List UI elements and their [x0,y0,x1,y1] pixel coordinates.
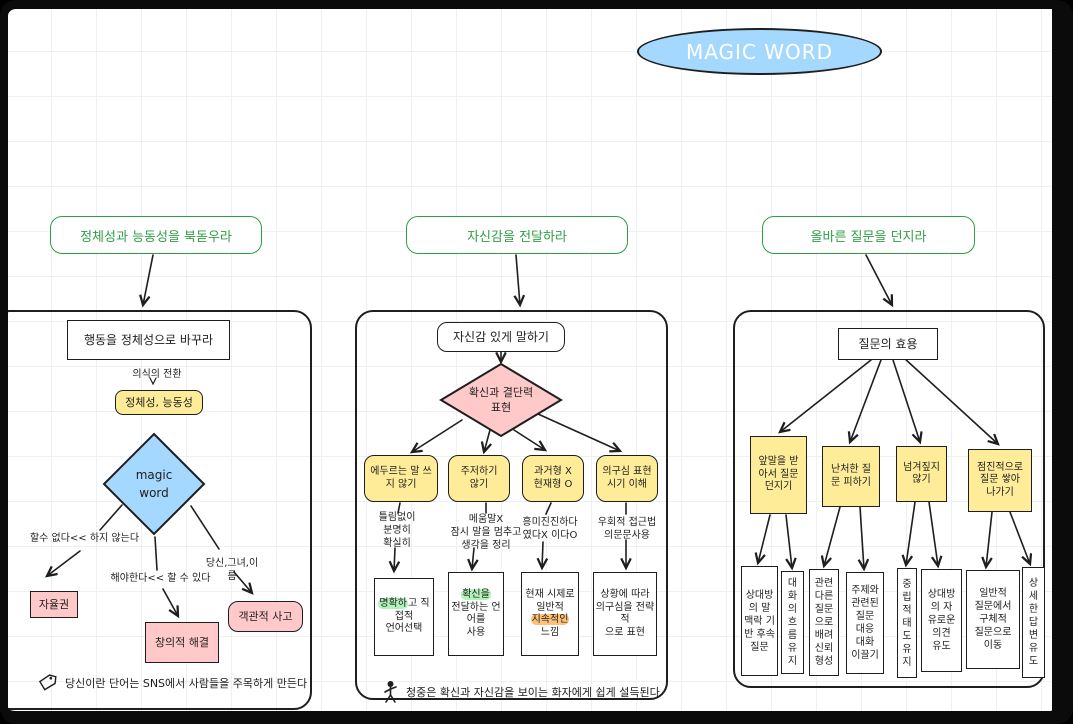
outcome-objective-label: 객관적 사고 [238,609,293,623]
question-panel [733,310,1045,688]
question-heading: 질문의 효용 [858,336,918,351]
outcome-creative: 창의적 해결 [145,622,219,663]
diagram-title: MAGIC WORD [685,39,834,64]
note-tense-example: 흥미진진하다 였다X 이다O [522,517,578,541]
effect-detailed-answers: 상 세 한 답 변 유 도 [1022,567,1045,678]
effect-lead-topic: 주제와 관련된 질문 대응 대화 이끌기 [846,572,884,674]
confidence-heading-box: 자신감 있게 말하기 [437,322,565,352]
branch-header-label: 정체성과 능동성을 북돋우라 [80,229,232,245]
effect-keep-flow: 대 화 의 흐 름 유 지 [781,571,804,674]
tactic-follow-up: 앞말을 받 아서 질문 던지기 [750,436,807,514]
detail-text: 상황에 따라 의구심을 전략적 으로 표현 [595,589,655,638]
diamond-shape-icon [102,432,206,536]
edge-label-must: 해야한다<< 할 수 있다 [110,573,211,584]
branch-header-confidence: 자신감을 전달하라 [406,216,628,254]
magic-word-label: magic word [135,468,173,500]
conviction-diamond: 확신과 결단력 표현 [439,362,563,438]
note-certain-words: 틀림없이 분명히 확실히 [378,512,416,549]
edge-label-cannot: 할수 없다<< 하지 않는다 [29,533,140,544]
detail-text: 명확하고 직 접적 언어선택 [378,598,430,635]
effect-context-follow-up: 상대방 의 말 맥락 기 반 후속 질문 [741,566,778,676]
confidence-footnote: 청중은 확신과 자신감을 보이는 화자에게 쉽게 설득된다 [383,680,660,704]
note-indirect-approach: 우회적 접근법 의문문사용 [597,517,657,541]
person-icon [384,681,397,703]
detail-conviction-language: 확신을 전달하는 언 어를 사용 [448,572,504,656]
identity-keyword-tag: 정체성, 능동성 [115,390,203,415]
tip-present-tense: 과거형 X 현재형 O [522,455,584,502]
edge-label-you: 당신,그녀,이름 [205,558,259,582]
highlight-text: 확신을 [461,589,491,600]
detail-text: 현재 시제로 일반적 지속적인 느낌 [525,589,575,638]
title-ellipse: MAGIC WORD [637,28,882,75]
confidence-panel [355,310,668,700]
branch-header-label: 자신감을 전달하라 [467,229,567,245]
outcome-autonomy: 자율권 [30,591,78,618]
identity-heading: 행동을 정체성으로 바꾸라 [83,332,214,347]
question-heading-box: 질문의 효용 [838,328,938,360]
tip-no-hedging: 에두르는 말 쓰 지 않기 [364,455,438,502]
outcome-objective: 객관적 사고 [228,601,303,632]
tactic-no-assuming: 넘겨짚지 않기 [896,446,947,502]
confidence-footnote-text: 청중은 확신과 자신감을 보이는 화자에게 쉽게 설득된다 [406,686,660,699]
detail-strategic-doubt: 상황에 따라 의구심을 전략적 으로 표현 [593,572,657,656]
identity-footnote: 당신이란 단어는 SNS에서 사람들을 주목하게 만든다 [38,673,307,692]
detail-clear-language: 명확하고 직 접적 언어선택 [374,578,434,656]
identity-heading-box: 행동을 정체성으로 바꾸라 [67,320,230,360]
detail-text: 확신을 전달하는 언 어를 사용 [451,589,501,638]
outcome-autonomy-label: 자율권 [38,597,70,611]
confidence-heading: 자신감 있게 말하기 [453,329,549,344]
effect-free-opinion: 상대방 의 자 유로운 의견 유도 [921,569,962,672]
detail-present-feel: 현재 시제로 일반적 지속적인 느낌 [521,572,579,656]
tactic-avoid-awkward: 난처한 질 문 피하기 [822,446,880,507]
note-pause-think: 메움말X 잠시 말을 멈추고 생각을 정리 [450,514,522,551]
tip-no-hesitation: 주저하기 않기 [448,455,510,502]
tag-icon [38,674,57,691]
identity-keyword-label: 정체성, 능동성 [125,395,193,409]
effect-general-to-specific: 일반적 질문에서 구체적 질문으로 이동 [966,570,1020,669]
diamond-shape-icon [439,362,563,438]
tactic-build-gradually: 점진적으로 질문 쌓아 나가기 [968,449,1032,512]
branch-header-label: 올바른 질문을 던지라 [810,229,927,245]
branch-header-identity: 정체성과 능동성을 북돋우라 [50,216,262,254]
conviction-diamond-label: 확신과 결단력 표현 [468,385,534,414]
highlight-text: 지속적인 [530,614,570,625]
tip-doubt-timing: 의구심 표현 시기 이해 [596,455,658,502]
identity-shift-note: 의식의 전환 [132,369,182,380]
highlight-text: 명확하 [378,598,408,610]
outcome-creative-label: 창의적 해결 [154,635,210,649]
branch-header-questions: 올바른 질문을 던지라 [762,216,975,254]
effect-considerate-trust: 관련 다른 질문 으로 배려 신뢰 형성 [809,569,839,676]
effect-neutral-stance: 중 립 적 태 도 유 지 [897,568,917,678]
magic-word-diamond: magic word [102,432,206,536]
identity-panel [0,310,312,710]
identity-footnote-text: 당신이란 단어는 SNS에서 사람들을 주목하게 만든다 [65,676,308,690]
